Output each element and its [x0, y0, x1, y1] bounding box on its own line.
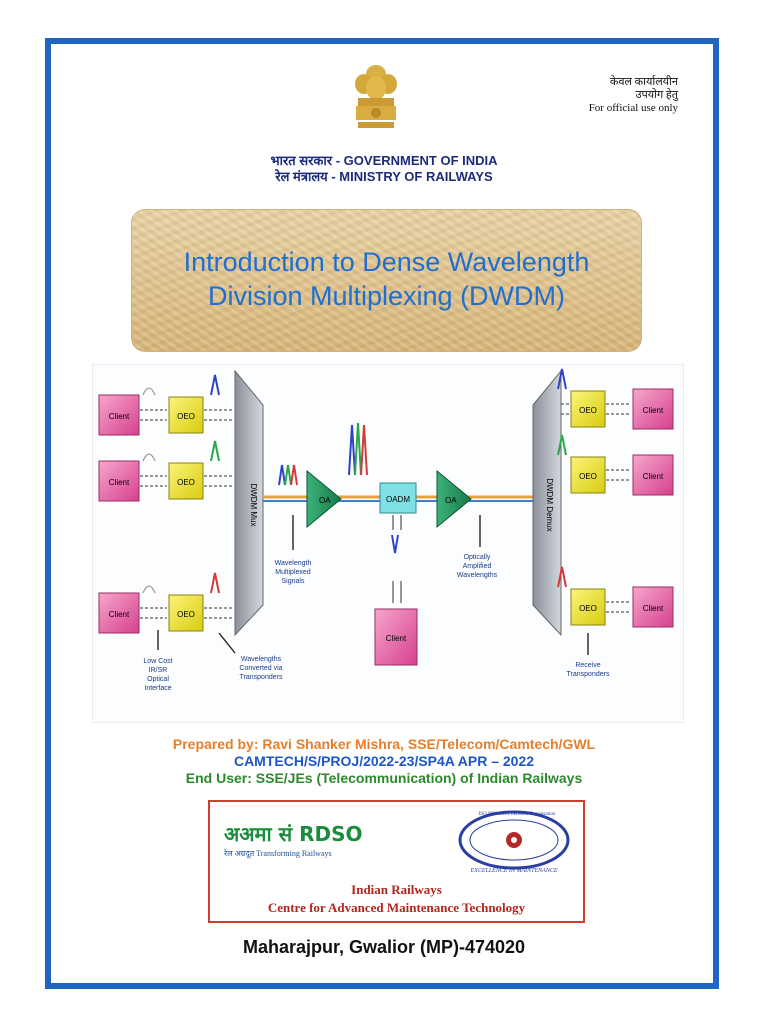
svg-text:Wavelengths: Wavelengths	[457, 572, 498, 579]
iso-ring-text: ISO 9001:2015 Certified Organisation	[478, 812, 556, 817]
client-left-3: Client	[98, 592, 140, 634]
svg-text:Client: Client	[109, 478, 130, 487]
org-name-line2: Centre for Advanced Maintenance Technolo…	[267, 900, 526, 915]
client-right-3: Client	[632, 586, 674, 628]
dwdm-mux: DWDM Mux	[234, 369, 264, 637]
svg-text:OEO: OEO	[579, 472, 597, 481]
document-title: Introduction to Dense Wavelength Divisio…	[131, 245, 642, 313]
svg-text:OADM: OADM	[386, 495, 410, 504]
svg-text:Client: Client	[386, 634, 407, 643]
oadm-links	[392, 515, 402, 603]
client-left-2: Client	[98, 460, 140, 502]
wavelength-green-icon	[557, 434, 567, 456]
svg-text:Multiplexed: Multiplexed	[275, 569, 311, 576]
optical-amplifier-2: OA	[436, 469, 472, 529]
national-emblem-icon	[355, 65, 397, 128]
pulse-icon	[142, 453, 156, 462]
svg-text:Client: Client	[643, 406, 664, 415]
svg-text:Interface: Interface	[144, 685, 171, 692]
svg-text:OEO: OEO	[177, 610, 195, 619]
client-right-2: Client	[632, 454, 674, 496]
svg-text:Receive: Receive	[575, 662, 600, 669]
rdso-logo: अअमा सं RDSO	[224, 822, 363, 846]
dwdm-diagram: Client Client Client OEO OEO OEO DWDM Mu	[92, 364, 684, 723]
wavelength-red-icon	[557, 566, 567, 588]
ministry-english: - MINISTRY OF RAILWAYS	[331, 169, 493, 184]
svg-text:Wavelengths: Wavelengths	[241, 656, 282, 663]
dwdm-demux: DWDM Demux	[532, 369, 562, 637]
client-left-1: Client	[98, 394, 140, 436]
client-oadm: Client	[374, 608, 418, 666]
ministry-hindi: रेल मंत्रालय	[275, 169, 328, 184]
oeo-right-3: OEO	[570, 588, 606, 626]
logo-panel: अअमा सं RDSO रेल अग्रदूत Transforming Ra…	[208, 800, 585, 923]
svg-text:Transponders: Transponders	[567, 671, 610, 678]
svg-text:DWDM Demux: DWDM Demux	[545, 478, 554, 531]
oeo-left-1: OEO	[168, 396, 204, 434]
org-name-line1: Indian Railways	[351, 882, 442, 897]
svg-text:OA: OA	[319, 496, 331, 505]
right-links	[561, 403, 631, 613]
client-right-1: Client	[632, 388, 674, 430]
oeo-left-2: OEO	[168, 462, 204, 500]
title-line2: Division Multiplexing (DWDM)	[207, 281, 566, 311]
oeo-right-2: OEO	[570, 456, 606, 494]
pulse-icon	[142, 387, 156, 396]
address: Maharajpur, Gwalior (MP)-474020	[242, 937, 526, 957]
official-hindi-line1: केवल कार्यालयीन	[609, 76, 678, 88]
svg-text:Low Cost: Low Cost	[143, 658, 172, 665]
prepared-by: Prepared by: Ravi Shanker Mishra, SSE/Te…	[172, 736, 596, 752]
svg-text:Client: Client	[643, 472, 664, 481]
oeo-left-3: OEO	[168, 594, 204, 632]
pulse-icon	[142, 585, 156, 594]
rdso-tagline: रेल अग्रदूत Transforming Railways	[224, 849, 332, 858]
optical-amplifier-1: OA	[306, 469, 342, 529]
wavelength-green-icon	[210, 440, 220, 462]
svg-text:Client: Client	[643, 604, 664, 613]
svg-text:OEO: OEO	[177, 412, 195, 421]
title-line1: Introduction to Dense Wavelength	[183, 247, 590, 277]
pointer-arrows	[157, 515, 589, 655]
official-use-note: केवल कार्यालयीन उपयोग हेतु For official …	[589, 76, 678, 115]
official-hindi-line2: उपयोग हेतु	[635, 89, 678, 101]
svg-text:Client: Client	[109, 412, 130, 421]
svg-text:OEO: OEO	[177, 478, 195, 487]
left-links	[140, 409, 233, 619]
svg-text:IR/SR: IR/SR	[149, 667, 168, 674]
govt-english: - GOVERNMENT OF INDIA	[335, 153, 498, 168]
multiplexed-pulses-icon	[278, 422, 368, 486]
svg-text:Signals: Signals	[282, 578, 305, 585]
wavelength-blue-icon	[391, 534, 399, 554]
svg-text:OEO: OEO	[579, 604, 597, 613]
svg-text:Client: Client	[109, 610, 130, 619]
svg-text:Wavelength: Wavelength	[275, 560, 312, 567]
svg-text:DWDM Mux: DWDM Mux	[249, 483, 258, 526]
document-code: CAMTECH/S/PROJ/2022-23/SP4A APR – 2022	[233, 753, 535, 769]
govt-heading: भारत सरकार - GOVERNMENT OF INDIA रेल मंत…	[0, 153, 768, 185]
svg-text:Converted via: Converted via	[239, 665, 282, 672]
camtech-seal-icon	[458, 810, 570, 870]
end-user: End User: SSE/JEs (Telecommunication) of…	[185, 770, 583, 786]
svg-text:Optically: Optically	[464, 554, 491, 561]
svg-text:OEO: OEO	[579, 406, 597, 415]
official-english: For official use only	[588, 102, 678, 114]
svg-text:Transponders: Transponders	[240, 674, 283, 681]
svg-text:OA: OA	[445, 496, 457, 505]
title-panel: Introduction to Dense Wavelength Divisio…	[131, 209, 642, 352]
oadm-box: OADM	[379, 482, 417, 514]
svg-text:Optical: Optical	[147, 676, 169, 683]
govt-hindi: भारत सरकार	[270, 153, 333, 168]
wavelength-red-icon	[210, 572, 220, 594]
diagram-labels: Wavelength Multiplexed Signals Optically…	[143, 554, 610, 692]
oeo-right-1: OEO	[570, 390, 606, 428]
excellence-text: EXCELLENCE IN MAINTENANCE	[470, 868, 558, 874]
wavelength-blue-icon	[210, 374, 220, 396]
svg-text:Amplified: Amplified	[463, 563, 492, 570]
wavelength-blue-icon	[557, 368, 567, 390]
